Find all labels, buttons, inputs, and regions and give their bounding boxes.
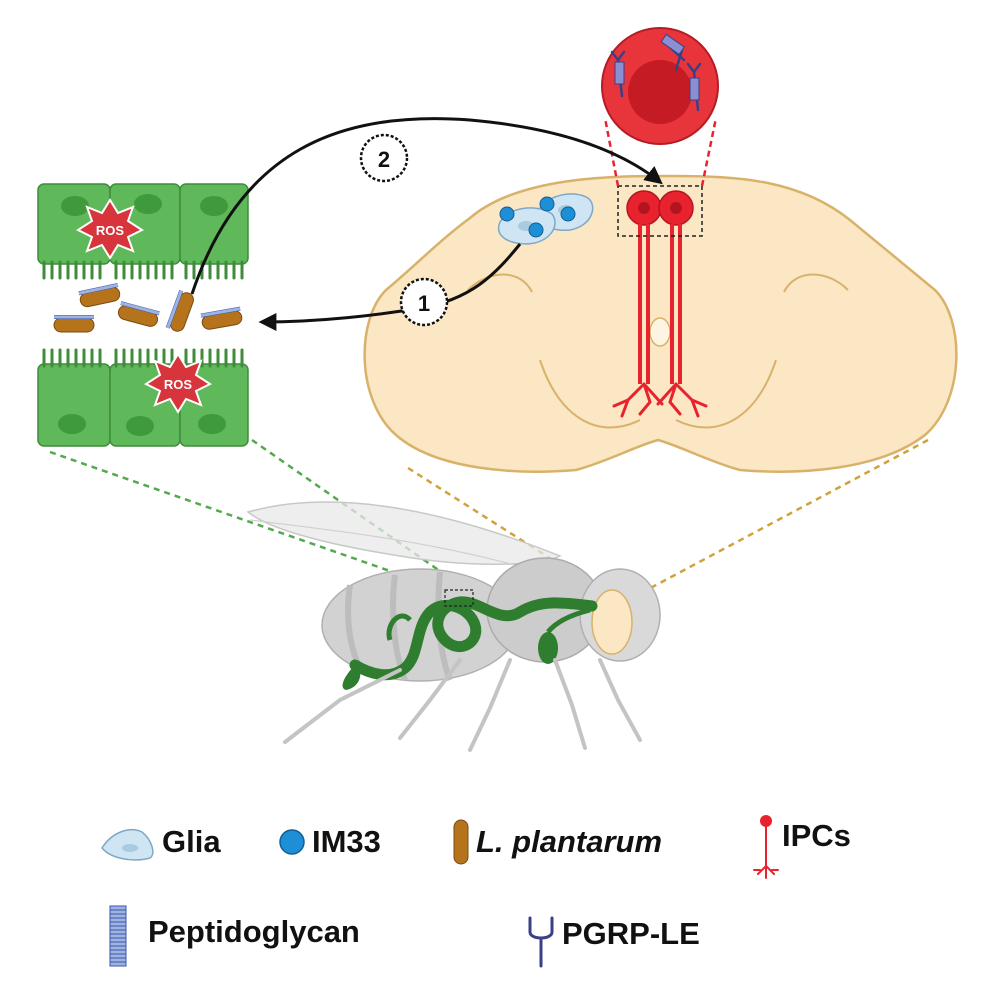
im33-cluster (499, 196, 576, 238)
arrow-step-2: 2 (190, 117, 663, 295)
legend-ipcs-label: IPCs (782, 818, 851, 853)
ipc-zoom-cell (601, 27, 719, 187)
ipc-neurons (612, 190, 708, 418)
ros-burst-bottom: ROS (143, 352, 213, 414)
legend-peptidoglycan: Peptidoglycan (109, 905, 360, 967)
bacterium (78, 283, 121, 308)
bacteria-cluster (53, 283, 243, 333)
ros-label-bottom: ROS (164, 377, 193, 392)
bacterium (53, 315, 95, 333)
step-2-label: 2 (378, 147, 390, 172)
receptor-icon (528, 916, 554, 968)
pgrp-receptor-boxes (614, 33, 700, 101)
legend-im33-label: IM33 (312, 824, 381, 859)
bacterium (200, 306, 243, 330)
legend-glia-label: Glia (162, 824, 221, 859)
gut-cells-top (37, 183, 249, 280)
step-1-label: 1 (418, 291, 430, 316)
bacterium (117, 301, 160, 327)
gut-epithelium: ROS ROS (37, 183, 249, 447)
ros-label-top: ROS (96, 223, 125, 238)
ros-burst-top: ROS (75, 198, 145, 260)
brain (363, 174, 958, 473)
gut-cells-bottom (37, 348, 249, 447)
legend-glia: Glia (101, 824, 221, 861)
legend-peptidoglycan-label: Peptidoglycan (148, 914, 360, 949)
ipc-zoom-box (617, 185, 703, 237)
im33-icon (279, 829, 305, 855)
legend-lplantarum: L. plantarum (453, 819, 662, 865)
legend-ipcs: IPCs (753, 815, 851, 879)
legend-im33: IM33 (279, 824, 381, 859)
bacterium-icon (453, 819, 469, 865)
neuron-icon (753, 815, 779, 879)
legend: Glia IM33 L. plantarum IPCs Peptidoglyca… (101, 815, 851, 968)
peptidoglycan-icon (109, 905, 127, 967)
bacterium (165, 289, 194, 332)
legend-pgrp: PGRP-LE (528, 916, 700, 968)
arrow-step-1: 1 (258, 243, 522, 331)
legend-lplantarum-label: L. plantarum (476, 824, 662, 859)
legend-pgrp-label: PGRP-LE (562, 916, 700, 951)
fly-illustration (49, 438, 929, 752)
